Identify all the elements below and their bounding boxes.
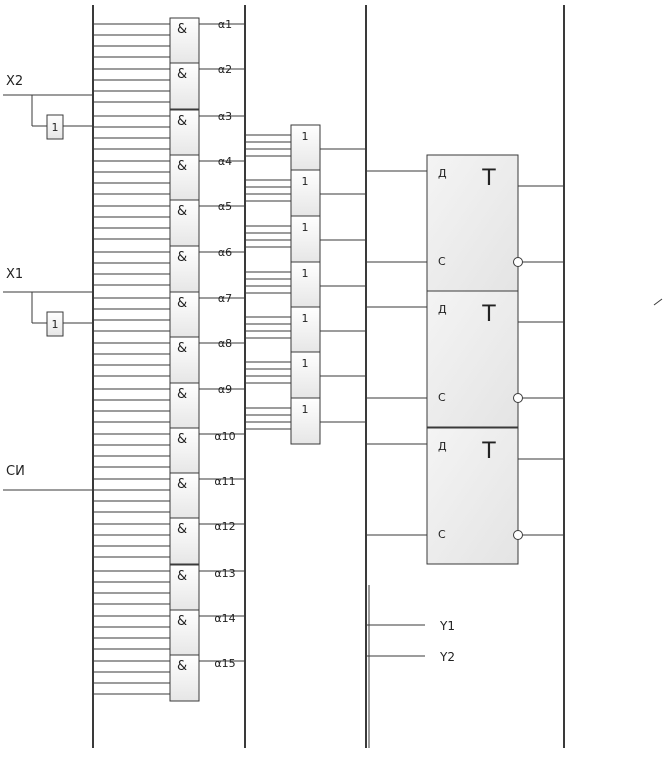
t-flipflop-3: [426, 427, 519, 565]
or-gate-symbol-6: 1: [302, 357, 309, 370]
t-flipflop-2: [426, 290, 519, 428]
flipflop-title-2: T: [481, 302, 496, 327]
and-output-label-2: α2: [218, 63, 232, 76]
and-gate-symbol-1: &: [177, 22, 187, 37]
or-gate-6: [290, 351, 321, 399]
and-output-label-9: α9: [218, 383, 232, 396]
and-output-label-7: α7: [218, 292, 232, 305]
or-gate-symbol-1: 1: [302, 130, 309, 143]
flipflop-d-label-1: Д: [438, 167, 447, 180]
and-gate-symbol-13: &: [177, 569, 187, 584]
and-gate-symbol-10: &: [177, 432, 187, 447]
and-gate-symbol-2: &: [177, 67, 187, 82]
flipflop-c-label-1: С: [438, 255, 446, 268]
and-gate-symbol-11: &: [177, 477, 187, 492]
or-gate-symbol-7: 1: [302, 403, 309, 416]
and-gate-12: [169, 517, 200, 565]
and-gate-14: [169, 609, 200, 657]
and-output-label-15: α15: [214, 657, 235, 670]
and-gate-2: [169, 62, 200, 110]
or-gate-5: [290, 306, 321, 354]
flipflop-c-label-2: С: [438, 391, 446, 404]
and-output-label-13: α13: [214, 567, 235, 580]
stray-mark: [653, 298, 663, 306]
t-flipflop-1: [426, 154, 519, 292]
flipflop-title-1: T: [481, 166, 496, 191]
and-gate-13: [169, 564, 200, 612]
and-gate-4: [169, 154, 200, 202]
and-gate-symbol-6: &: [177, 250, 187, 265]
and-gate-8: [169, 336, 200, 384]
and-output-label-14: α14: [214, 612, 235, 625]
or-gate-symbol-5: 1: [302, 312, 309, 325]
or-gate-symbol-4: 1: [302, 267, 309, 280]
wires-layer: [3, 5, 663, 748]
and-output-label-3: α3: [218, 110, 232, 123]
flipflop-title-3: T: [481, 439, 496, 464]
and-output-label-4: α4: [218, 155, 232, 168]
and-gate-symbol-5: &: [177, 204, 187, 219]
input-label-si: СИ: [6, 464, 25, 479]
and-gate-symbol-9: &: [177, 387, 187, 402]
and-output-label-10: α10: [214, 430, 235, 443]
and-gate-symbol-3: &: [177, 114, 187, 129]
and-output-label-5: α5: [218, 200, 232, 213]
labels-layer: X21X11СИ&α1&α2&α3&α4&α5&α6&α7&α8&α9&α10&…: [6, 18, 496, 674]
and-output-label-11: α11: [214, 475, 235, 488]
or-gate-1: [290, 124, 321, 172]
and-gate-7: [169, 291, 200, 339]
not-gate-1: [46, 311, 64, 337]
and-gate-symbol-7: &: [177, 296, 187, 311]
and-output-label-6: α6: [218, 246, 232, 259]
or-gate-symbol-3: 1: [302, 221, 309, 234]
and-gate-symbol-4: &: [177, 159, 187, 174]
flipflop-d-label-3: Д: [438, 440, 447, 453]
not-gate-symbol-0: 1: [52, 121, 59, 134]
and-gate-1: [169, 17, 200, 65]
and-output-label-12: α12: [214, 520, 235, 533]
output-label-y1: Y1: [439, 619, 455, 633]
not-gate-0: [46, 114, 64, 140]
and-output-label-1: α1: [218, 18, 232, 31]
and-gate-symbol-15: &: [177, 659, 187, 674]
or-gate-4: [290, 261, 321, 309]
and-gate-symbol-14: &: [177, 614, 187, 629]
flipflop-inversion-circle: [513, 257, 523, 267]
gates-layer: [46, 17, 523, 702]
and-gate-11: [169, 472, 200, 520]
not-gate-symbol-1: 1: [52, 318, 59, 331]
and-output-label-8: α8: [218, 337, 232, 350]
input-label-x2: X2: [6, 74, 23, 89]
flipflop-c-label-3: С: [438, 528, 446, 541]
output-label-y2: Y2: [439, 650, 455, 664]
flipflop-d-label-2: Д: [438, 303, 447, 316]
and-gate-symbol-8: &: [177, 341, 187, 356]
and-gate-symbol-12: &: [177, 522, 187, 537]
and-gate-15: [169, 654, 200, 702]
or-gate-7: [290, 397, 321, 445]
or-gate-symbol-2: 1: [302, 175, 309, 188]
or-gate-3: [290, 215, 321, 263]
flipflop-inversion-circle: [513, 530, 523, 540]
input-label-x1: X1: [6, 267, 23, 282]
flipflop-inversion-circle: [513, 393, 523, 403]
